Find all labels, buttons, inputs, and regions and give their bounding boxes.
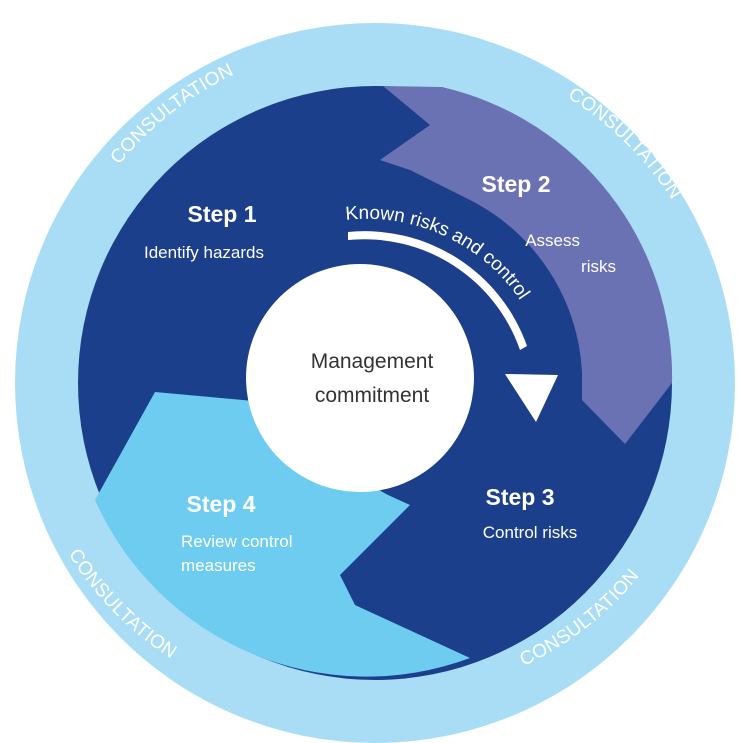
step-2-title: Step 2 bbox=[481, 171, 550, 197]
step-4-title: Step 4 bbox=[186, 491, 255, 517]
step-3-title: Step 3 bbox=[485, 484, 554, 510]
known-risks-arrow-head bbox=[505, 374, 558, 422]
step-4-description-line-2: measures bbox=[181, 556, 256, 575]
step-2-description-line-2: risks bbox=[581, 257, 616, 276]
step-2-segment bbox=[380, 86, 673, 444]
step-4-segment bbox=[95, 392, 470, 677]
known-risks-arrow-band bbox=[348, 231, 527, 350]
step-1-description: Identify hazards bbox=[144, 243, 264, 262]
step-4-description-line-1: Review control bbox=[181, 532, 293, 551]
step-3-description: Control risks bbox=[483, 523, 577, 542]
step-1-title: Step 1 bbox=[187, 201, 256, 227]
center-label-line-2: commitment bbox=[315, 384, 430, 407]
center-label-line-1: Management bbox=[311, 350, 434, 373]
step-2-description-line-1: Assess bbox=[525, 231, 580, 250]
center-circle bbox=[246, 264, 474, 492]
